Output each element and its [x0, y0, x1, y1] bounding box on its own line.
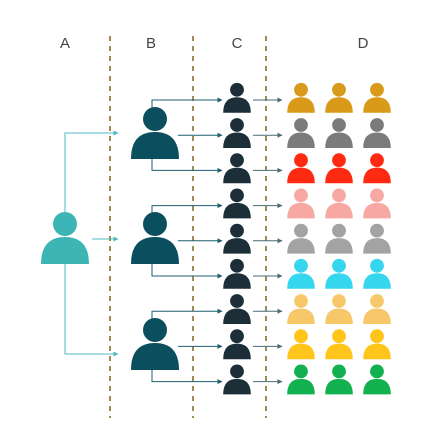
- level-d-person-icon-5-2: [325, 223, 353, 254]
- column-label-c: C: [232, 35, 243, 52]
- level-c-person-icon-2: [223, 118, 251, 148]
- column-label-a: A: [60, 35, 70, 52]
- level-c-person-icon-4: [223, 188, 251, 219]
- connector-b-c-9: [151, 366, 223, 385]
- level-d-person-icon-4-3: [363, 188, 391, 219]
- level-d-person-icon-4-1: [287, 188, 315, 219]
- level-d-person-icon-2-1: [287, 118, 315, 148]
- level-c-person-icon-8: [223, 329, 251, 360]
- root-person-icon: [41, 212, 89, 264]
- level-d-person-icon-8-3: [363, 329, 391, 360]
- level-d-person-icon-3-3: [363, 153, 391, 184]
- level-d-person-icon-2-2: [325, 118, 353, 148]
- level-d-person-icon-1-3: [363, 82, 391, 113]
- connector-b-c-3: [151, 155, 223, 173]
- level-d-person-icon-6-3: [363, 258, 391, 289]
- level-b-person-icon-3: [131, 318, 179, 370]
- level-b-person-icon-2: [131, 212, 179, 264]
- level-d-person-icon-7-2: [325, 294, 353, 324]
- level-c-person-icon-1: [223, 82, 251, 113]
- level-d-person-icon-9-1: [287, 364, 315, 395]
- level-c-person-icon-9: [223, 364, 251, 395]
- level-d-person-icon-9-2: [325, 364, 353, 395]
- level-d-person-icon-6-1: [287, 258, 315, 289]
- level-d-person-icon-7-3: [363, 294, 391, 324]
- level-d-person-icon-8-1: [287, 329, 315, 360]
- level-c-person-icon-3: [223, 153, 251, 184]
- level-d-person-icon-7-1: [287, 294, 315, 324]
- people: [41, 82, 391, 395]
- level-d-person-icon-9-3: [363, 364, 391, 395]
- level-c-person-icon-6: [223, 258, 251, 289]
- level-d-person-icon-4-2: [325, 188, 353, 219]
- level-c-person-icon-7: [223, 294, 251, 324]
- level-d-person-icon-1-1: [287, 82, 315, 113]
- level-c-person-icon-5: [223, 223, 251, 254]
- connector-a-b-3: [64, 256, 119, 357]
- level-b-person-icon-1: [131, 107, 179, 159]
- connector-a-b-1: [64, 130, 119, 228]
- level-d-person-icon-5-3: [363, 223, 391, 254]
- column-label-b: B: [146, 35, 156, 52]
- level-d-person-icon-1-2: [325, 82, 353, 113]
- level-d-person-icon-2-3: [363, 118, 391, 148]
- level-d-person-icon-3-1: [287, 153, 315, 184]
- column-label-d: D: [358, 35, 369, 52]
- level-d-person-icon-6-2: [325, 258, 353, 289]
- level-d-person-icon-5-1: [287, 223, 315, 254]
- connector-b-c-6: [151, 260, 223, 279]
- level-d-person-icon-8-2: [325, 329, 353, 360]
- level-d-person-icon-3-2: [325, 153, 353, 184]
